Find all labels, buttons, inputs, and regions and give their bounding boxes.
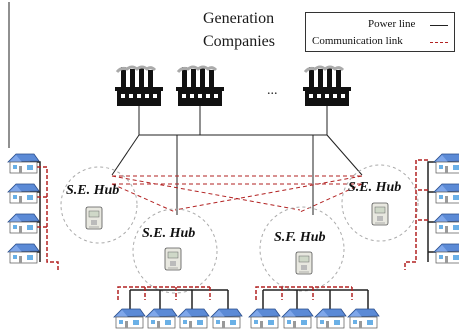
smart-meter-icon <box>295 251 313 275</box>
house-icon <box>177 308 210 329</box>
hub-area-center-right <box>259 206 345 292</box>
communication-links <box>111 175 363 213</box>
house-icon <box>433 243 459 264</box>
smart-meter-icon <box>164 247 182 271</box>
house-icon <box>7 243 40 264</box>
legend-power-label: Power line <box>368 18 416 30</box>
hub-label-right: S.E. Hub <box>348 180 402 195</box>
bottom-right-wiring <box>255 286 369 313</box>
house-icon <box>281 308 314 329</box>
house-icon <box>347 308 380 329</box>
hub-label-center-left: S.E. Hub <box>142 226 196 241</box>
hub-area-left <box>60 166 138 244</box>
smart-meter-icon <box>85 206 103 230</box>
house-icon <box>210 308 243 329</box>
legend-power-line <box>430 25 448 26</box>
right-neighborhood-wiring <box>404 159 438 270</box>
house-icon <box>113 308 146 329</box>
legend: Power line Communication link <box>305 12 455 52</box>
factory-icon <box>113 65 165 108</box>
house-icon <box>248 308 281 329</box>
legend-comm-label: Communication link <box>312 35 403 47</box>
factory-icon <box>174 65 226 108</box>
house-icon <box>433 183 459 204</box>
house-icon <box>145 308 178 329</box>
house-icon <box>433 153 459 174</box>
hub-label-left: S.E. Hub <box>66 183 120 198</box>
house-icon <box>7 213 40 234</box>
power-lines <box>111 106 363 215</box>
legend-comm-line <box>430 42 448 43</box>
ellipsis-label: ... <box>267 83 278 98</box>
hub-label-center-right: S.F. Hub <box>274 230 326 245</box>
title-companies: Companies <box>203 33 275 50</box>
hub-area-center-left <box>132 208 218 294</box>
title-generation: Generation <box>203 10 275 27</box>
house-icon <box>7 153 40 174</box>
hub-area-right <box>341 164 419 242</box>
house-icon <box>314 308 347 329</box>
smart-meter-icon <box>371 202 389 226</box>
house-icon <box>433 213 459 234</box>
house-icon <box>7 183 40 204</box>
bottom-left-wiring <box>117 286 229 313</box>
factory-icon <box>301 65 353 108</box>
